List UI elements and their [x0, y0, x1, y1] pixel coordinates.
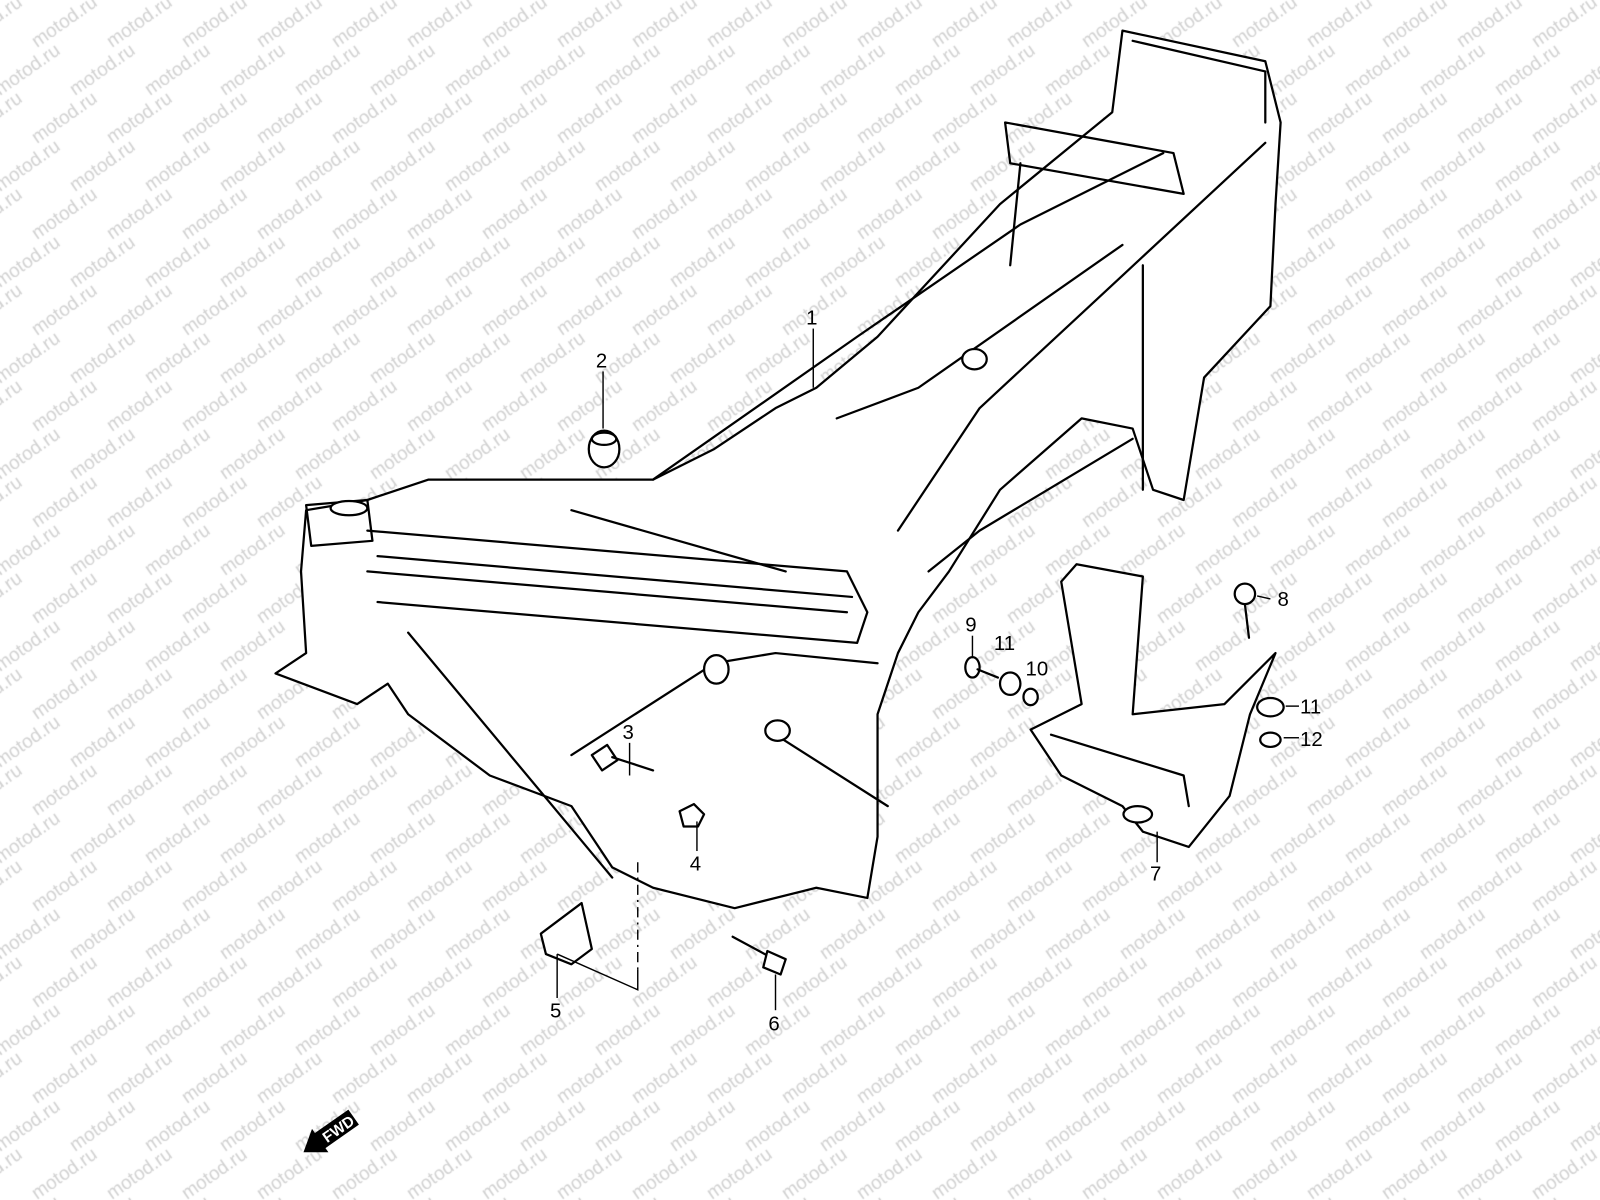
callout-6: 6	[768, 1014, 779, 1036]
leader-lines	[556, 328, 1299, 1011]
callout-3: 3	[622, 722, 633, 744]
cushion-11	[998, 671, 1022, 697]
cushion-11-right	[1256, 696, 1285, 718]
callout-11-right: 11	[1300, 696, 1321, 718]
bolt-9	[964, 656, 1000, 679]
washer-12	[1259, 731, 1282, 749]
bolt-6	[731, 935, 787, 976]
callout-9: 9	[965, 615, 976, 637]
callout-7: 7	[1150, 864, 1161, 886]
callout-5: 5	[550, 1000, 561, 1022]
rubber-cushion-2	[587, 429, 621, 469]
callout-11: 11	[994, 633, 1015, 655]
callout-12: 12	[1300, 729, 1323, 751]
callout-2: 2	[596, 350, 607, 372]
bolt-3	[590, 743, 655, 772]
callout-4: 4	[690, 853, 701, 875]
callout-10: 10	[1026, 659, 1049, 681]
bracket-7	[1029, 563, 1277, 849]
bracket-5	[539, 901, 593, 966]
forward-direction-arrow-icon: FWD	[303, 1109, 359, 1153]
frame-part-1	[274, 29, 1282, 910]
callout-1: 1	[806, 307, 817, 329]
nut-10	[1022, 687, 1039, 707]
callout-8: 8	[1278, 589, 1289, 611]
bolt-8	[1233, 582, 1257, 639]
nut-4	[678, 802, 706, 828]
